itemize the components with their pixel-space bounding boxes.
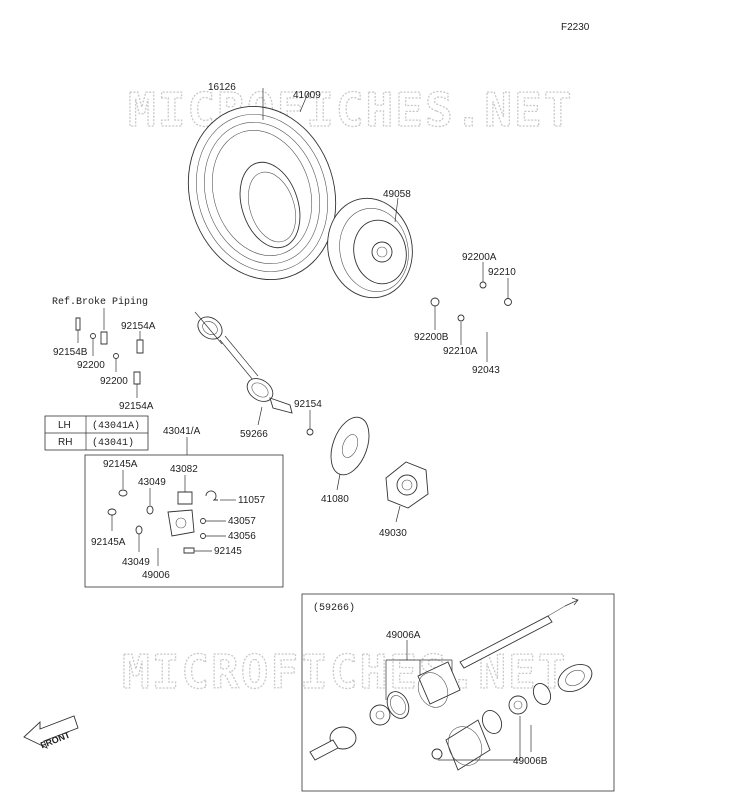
label-92154: 92154 bbox=[294, 399, 322, 410]
drive-shaft-assembly bbox=[194, 311, 293, 414]
washer-92200B bbox=[430, 297, 440, 307]
wheel-hub bbox=[385, 461, 429, 509]
label-43049-top: 43049 bbox=[138, 477, 166, 488]
table-code-rh: (43041) bbox=[92, 437, 134, 449]
label-49006: 49006 bbox=[142, 570, 170, 581]
label-43041A: 43041/A bbox=[163, 426, 201, 437]
figure-id: F2230 bbox=[561, 22, 590, 33]
watermark-top: MICROFICHES.NET bbox=[128, 83, 573, 137]
inset-ref-label: (59266) bbox=[313, 602, 355, 614]
label-92200B: 92200B bbox=[414, 332, 449, 343]
banjo-bolt bbox=[100, 331, 108, 345]
brake-disc bbox=[330, 416, 370, 476]
label-41080: 41080 bbox=[321, 494, 349, 505]
label-11057: 11057 bbox=[238, 495, 266, 506]
front-arrow-icon: FRONT bbox=[23, 715, 79, 751]
label-92043: 92043 bbox=[472, 365, 500, 376]
label-43049-bot: 43049 bbox=[122, 557, 150, 568]
nut-92210 bbox=[504, 298, 512, 306]
label-49030: 49030 bbox=[379, 528, 407, 539]
bracket-43082 bbox=[177, 491, 193, 505]
inset-box bbox=[301, 593, 615, 792]
label-92210A: 92210A bbox=[443, 346, 478, 357]
label-92145A-top: 92145A bbox=[103, 459, 138, 470]
caliper-group-box bbox=[84, 454, 284, 588]
label-43057: 43057 bbox=[228, 516, 256, 527]
tire bbox=[187, 105, 337, 281]
label-92154A-top: 92154A bbox=[121, 321, 156, 332]
label-92145: 92145 bbox=[214, 546, 242, 557]
label-41009: 41009 bbox=[293, 90, 321, 101]
table-code-lh: (43041A) bbox=[92, 420, 140, 432]
label-92200-b: 92200 bbox=[100, 376, 128, 387]
nut-92210A bbox=[457, 314, 465, 322]
label-43082: 43082 bbox=[170, 464, 198, 475]
side-table bbox=[44, 415, 149, 451]
label-49058: 49058 bbox=[383, 189, 411, 200]
ref-brake-piping: Ref.Broke Piping bbox=[52, 296, 148, 308]
watermark-bottom: MICROFICHES.NET bbox=[122, 645, 567, 699]
label-92210: 92210 bbox=[488, 267, 516, 278]
label-59266: 59266 bbox=[240, 429, 268, 440]
table-side-lh: LH bbox=[58, 420, 71, 431]
label-49006B: 49006B bbox=[513, 756, 548, 767]
caliper-body bbox=[167, 509, 195, 537]
washer-92200A bbox=[479, 281, 487, 289]
label-16126: 16126 bbox=[208, 82, 236, 93]
label-92145A-bot: 92145A bbox=[91, 537, 126, 548]
inset-axle-exploded bbox=[309, 597, 593, 771]
label-43056: 43056 bbox=[228, 531, 256, 542]
label-92154B: 92154B bbox=[53, 347, 88, 358]
table-side-rh: RH bbox=[58, 437, 72, 448]
label-92200A: 92200A bbox=[462, 252, 497, 263]
label-49006A: 49006A bbox=[386, 630, 421, 641]
clip-11057 bbox=[205, 490, 218, 501]
label-92154A-bot: 92154A bbox=[119, 401, 154, 412]
label-92200-a: 92200 bbox=[77, 360, 105, 371]
wheel-rim bbox=[327, 197, 413, 299]
nut-92154 bbox=[306, 428, 314, 436]
